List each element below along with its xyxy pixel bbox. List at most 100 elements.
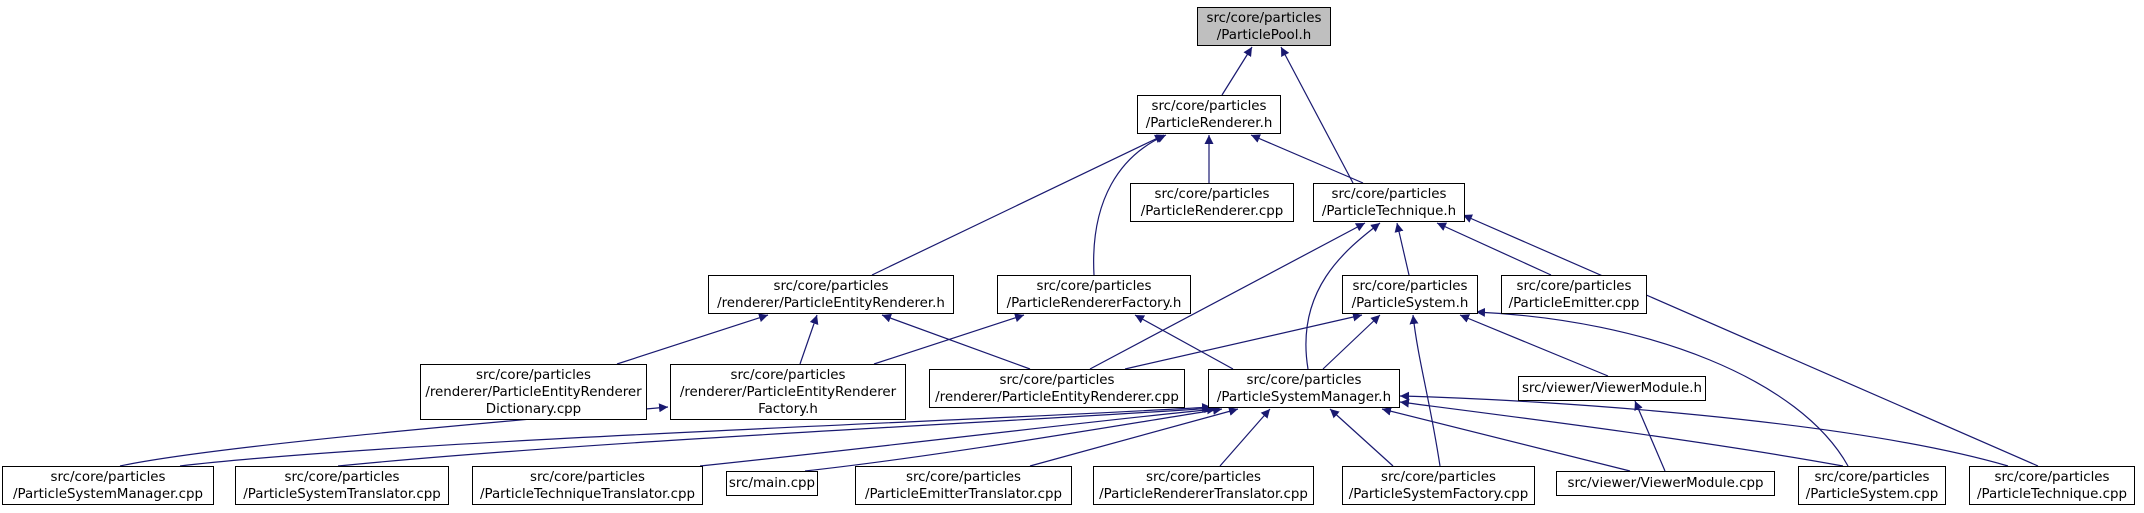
node-label-line: src/core/particles (1154, 186, 1270, 202)
node-label-line: /renderer/ParticleEntityRenderer.cpp (935, 389, 1179, 405)
node-label-line: src/core/particles (773, 278, 889, 294)
edge-systemmanager_h-to-rendererfactory_h (1134, 314, 1234, 370)
node-label-line: /renderer/ParticleEntityRenderer (679, 384, 897, 400)
node-label-line: /ParticleSystem.h (1351, 295, 1469, 311)
edge-viewermodule_h-to-particlesystem_h (1459, 314, 1609, 377)
node-particlesystem-cpp[interactable]: src/core/particles/ParticleSystem.cpp (1798, 466, 1946, 505)
node-label-line: src/core/particles (1331, 186, 1447, 202)
node-rendererfactory-h[interactable]: src/core/particles/ParticleRendererFacto… (997, 275, 1191, 314)
edge-systemmanager_cpp-to-systemmanager_h (179, 403, 1212, 467)
node-label-line: src/core/particles (1352, 278, 1468, 294)
node-label-line: src/core/particles (905, 469, 1022, 485)
edge-emittertranslator_cpp-to-systemmanager_h (1029, 407, 1239, 467)
edge-particletechnique_h-to-particlepool_h (1280, 46, 1354, 184)
node-label-line: /ParticleEmitterTranslator.cpp (864, 486, 1063, 502)
node-label-line: src/viewer/ViewerModule.h (1521, 381, 1703, 396)
node-particlepool-h: src/core/particles/ParticlePool.h (1197, 7, 1331, 46)
node-label-line: src/core/particles (1994, 469, 2110, 485)
node-label-line: src/core/particles (1206, 10, 1322, 26)
node-entityrenderer-h[interactable]: src/core/particles/renderer/ParticleEnti… (708, 275, 954, 314)
edge-systemfactory_cpp-to-particlesystem_h (1409, 314, 1441, 467)
node-entityrenderer-cpp[interactable]: src/core/particles/renderer/ParticleEnti… (929, 369, 1185, 408)
edge-rendererfactory_h-to-particlerenderer_h (1093, 134, 1167, 276)
edge-entityrenderer_cpp-to-particletechnique_h (1089, 222, 1366, 370)
edge-entityrendererfactory_h-to-rendererfactory_h (873, 313, 1025, 365)
edge-main_cpp-to-systemmanager_h (804, 405, 1223, 472)
node-label-line: Factory.h (758, 401, 818, 417)
node-label-line: src/core/particles (284, 469, 400, 485)
node-renderertranslator-cpp[interactable]: src/core/particles/ParticleRendererTrans… (1093, 466, 1314, 505)
node-particlerenderer-h[interactable]: src/core/particles/ParticleRenderer.h (1137, 95, 1281, 134)
node-emittertranslator-cpp[interactable]: src/core/particles/ParticleEmitterTransl… (855, 466, 1072, 505)
node-label-line: src/core/particles (999, 372, 1115, 388)
node-label-line: /ParticleRendererTranslator.cpp (1099, 486, 1308, 502)
node-systemfactory-cpp[interactable]: src/core/particles/ParticleSystemFactory… (1342, 466, 1535, 505)
edge-renderertranslator_cpp-to-systemmanager_h (1219, 408, 1271, 467)
node-entityrendererfactory-h[interactable]: src/core/particles/renderer/ParticleEnti… (670, 364, 906, 420)
node-systemmanager-h[interactable]: src/core/particles/ParticleSystemManager… (1208, 369, 1400, 408)
edge-entityrendererdict_cpp-to-entityrenderer_h (616, 313, 769, 365)
node-label-line: src/core/particles (1516, 278, 1632, 294)
node-label-line: /ParticleRenderer.cpp (1140, 203, 1284, 219)
node-label-line: /ParticleRendererFactory.h (1006, 295, 1182, 311)
node-label-line: src/main.cpp (728, 476, 816, 491)
node-label-line: src/core/particles (529, 469, 646, 485)
node-techniquetranslator-cpp[interactable]: src/core/particles/ParticleTechniqueTran… (472, 466, 703, 505)
node-label-line: src/core/particles (1380, 469, 1497, 485)
edge-entityrendererfactory_h-to-entityrenderer_h (799, 314, 819, 365)
node-particletechnique-h[interactable]: src/core/particles/ParticleTechnique.h (1313, 183, 1465, 222)
node-label-line: /renderer/ParticleEntityRenderer.h (717, 295, 945, 311)
node-entityrendererdict-cpp[interactable]: src/core/particles/renderer/ParticleEnti… (420, 364, 647, 420)
node-label-line: src/core/particles (1246, 372, 1362, 388)
edge-particlesystem_cpp-to-systemmanager_h (1399, 398, 1844, 467)
node-label-line: src/core/particles (730, 367, 846, 383)
node-label-line: src/core/particles (1145, 469, 1262, 485)
node-label-line: src/core/particles (475, 367, 592, 383)
node-label-line: src/core/particles (1814, 469, 1930, 485)
edge-systemmanager_h-to-particletechnique_h (1305, 222, 1381, 370)
edge-entityrenderer_cpp-to-entityrenderer_h (881, 313, 1031, 370)
node-viewermodule-h[interactable]: src/viewer/ViewerModule.h (1518, 376, 1706, 401)
node-label-line: /ParticleRenderer.h (1145, 115, 1273, 131)
node-main-cpp[interactable]: src/main.cpp (726, 471, 818, 496)
node-label-line: /ParticleTechnique.cpp (1976, 486, 2128, 502)
edge-entityrenderer_h-to-particlerenderer_h (871, 134, 1165, 276)
node-label-line: /ParticleSystemManager.h (1216, 389, 1392, 405)
node-label-line: /ParticlePool.h (1216, 27, 1312, 43)
edge-systemfactory_cpp-to-systemmanager_h (1329, 408, 1394, 467)
node-particlesystem-h[interactable]: src/core/particles/ParticleSystem.h (1342, 275, 1478, 314)
node-label-line: /ParticleSystemManager.cpp (12, 486, 203, 502)
node-viewermodule-cpp[interactable]: src/viewer/ViewerModule.cpp (1556, 471, 1775, 496)
edge-particlesystem_h-to-particletechnique_h (1394, 222, 1410, 276)
node-label-line: /ParticleSystemTranslator.cpp (243, 486, 441, 502)
node-label-line: /ParticleEmitter.cpp (1508, 295, 1640, 311)
edge-particleemitter_cpp-to-particletechnique_h (1436, 222, 1552, 276)
node-label-line: src/viewer/ViewerModule.cpp (1567, 476, 1764, 491)
node-label-line: /ParticleSystem.cpp (1805, 486, 1939, 502)
edge-particletechnique_cpp-to-systemmanager_h (1399, 391, 2009, 467)
node-systemmanager-cpp[interactable]: src/core/particles/ParticleSystemManager… (2, 466, 214, 505)
edge-systemtranslator_cpp-to-systemmanager_h (337, 404, 1214, 467)
node-label-line: /ParticleTechniqueTranslator.cpp (479, 486, 696, 502)
edge-entityrenderer_cpp-to-particlesystem_h (1124, 312, 1363, 370)
node-particleemitter-cpp[interactable]: src/core/particles/ParticleEmitter.cpp (1501, 275, 1647, 314)
node-label-line: Dictionary.cpp (485, 401, 582, 417)
node-particlerenderer-cpp[interactable]: src/core/particles/ParticleRenderer.cpp (1130, 183, 1294, 222)
edge-particlesystem_cpp-to-particlesystem_h (1475, 307, 1849, 467)
edge-particlerenderer_h-to-particlepool_h (1221, 46, 1253, 96)
node-label-line: /ParticleTechnique.h (1321, 203, 1457, 219)
node-systemtranslator-cpp[interactable]: src/core/particles/ParticleSystemTransla… (235, 466, 449, 505)
edge-particletechnique_cpp-to-particletechnique_h (1462, 214, 2039, 467)
edge-viewermodule_cpp-to-systemmanager_h (1381, 406, 1631, 472)
node-label-line: /renderer/ParticleEntityRenderer (425, 384, 642, 400)
node-label-line: src/core/particles (1151, 98, 1267, 114)
node-label-line: src/core/particles (1036, 278, 1152, 294)
edge-particletechnique_h-to-particlerenderer_h (1250, 134, 1364, 184)
node-label-line: src/core/particles (50, 469, 166, 485)
edge-systemmanager_h-to-particlesystem_h (1322, 314, 1381, 370)
edge-techniquetranslator_cpp-to-systemmanager_h (699, 405, 1217, 467)
node-label-line: /ParticleSystemFactory.cpp (1348, 486, 1529, 502)
node-particletechnique-cpp[interactable]: src/core/particles/ParticleTechnique.cpp (1969, 466, 2135, 505)
